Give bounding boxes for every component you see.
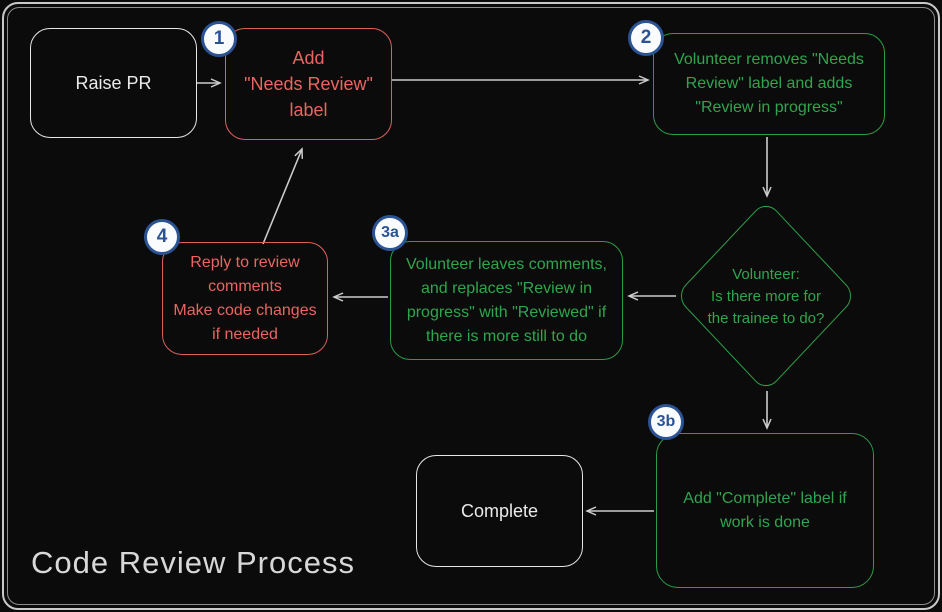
decision-diamond-text: Volunteer: Is there more for the trainee… [707,266,825,327]
node-add-needs-review-text: Add "Needs Review" label [244,47,373,121]
step-badge-3a: 3a [372,215,408,251]
node-complete-label: Complete [460,500,539,521]
node-raise-pr-label: Raise PR [75,72,152,93]
node-volunteer-removes-label: Volunteer removes "Needs Review" label a… [653,33,885,135]
node-volunteer-removes-text: Volunteer removes "Needs Review" label a… [674,51,864,116]
step-badge-2: 2 [628,20,664,56]
step-badge-3b: 3b [648,404,684,440]
step-badge-1: 1 [201,21,237,57]
node-volunteer-leaves-comments: Volunteer leaves comments, and replaces … [390,241,623,360]
node-add-complete-label-text: Add "Complete" label if work is done [683,489,847,531]
node-reply-to-review-comments: Reply to review comments Make code chang… [162,242,328,355]
node-add-needs-review-label: Add "Needs Review" label [225,28,392,140]
node-complete: Complete [416,455,583,567]
arrow-step4-to-step1 [262,147,304,245]
diagram-title: Code Review Process [31,545,355,580]
node-reply-to-review-comments-text: Reply to review comments Make code chang… [173,253,317,343]
step-badge-4: 4 [144,219,180,255]
node-volunteer-leaves-comments-text: Volunteer leaves comments, and replaces … [406,255,607,345]
node-add-complete-label: Add "Complete" label if work is done [656,433,874,588]
node-raise-pr: Raise PR [30,28,197,138]
